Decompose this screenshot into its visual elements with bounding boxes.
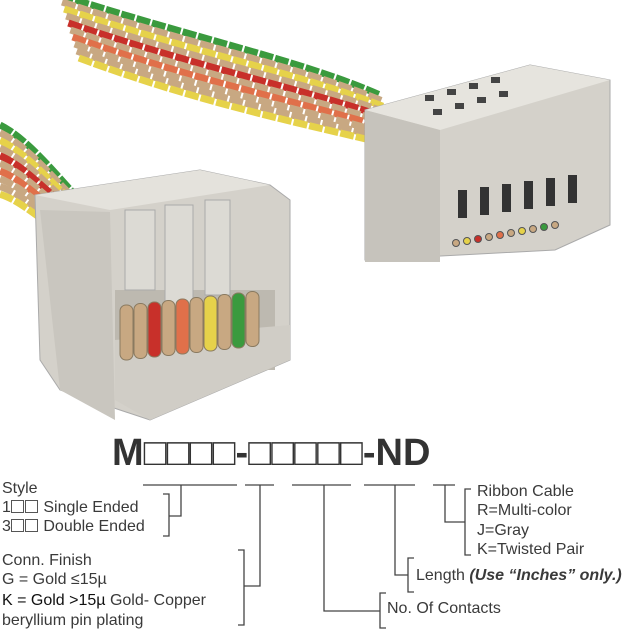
wire-end [496, 231, 504, 239]
contact-hole [499, 91, 508, 97]
contact-hole [469, 83, 478, 89]
style-title: Style [2, 480, 38, 497]
length-label: Length (Use “Inches” only.) [416, 567, 622, 584]
finish-gold: G = Gold ≤15µ [2, 571, 107, 588]
ribbon-k: K=Twisted Pair [477, 541, 585, 558]
contact-hole [425, 95, 434, 101]
style-option-3: 3 Double Ended [2, 518, 145, 535]
wire-end [507, 229, 515, 237]
wire-end [485, 233, 493, 241]
contact-hole [491, 77, 500, 83]
wire-end [147, 301, 162, 358]
wire-end [189, 297, 204, 353]
wire-end [203, 295, 218, 352]
wire-end [161, 300, 176, 356]
wire-end [245, 291, 260, 347]
wire-end [133, 303, 148, 359]
ribbon-j: J=Gray [477, 522, 530, 539]
ribbon-r: R=Multi-color [477, 502, 572, 519]
wire-end [463, 237, 471, 245]
contact-slot [568, 175, 577, 203]
finish-k-line2: beryllium pin plating [2, 612, 144, 629]
cable-wire [0, 5, 385, 210]
wire-end [551, 221, 559, 229]
wire-end [452, 239, 460, 247]
wire-end [540, 223, 548, 231]
cable-assembly-illustration [0, 0, 611, 421]
wire-end [217, 294, 232, 350]
contact-hole [447, 89, 456, 95]
style-option-1: 1 Single Ended [2, 499, 139, 516]
wire-end [518, 227, 526, 235]
ribbon-title: Ribbon Cable [477, 483, 574, 500]
contact-hole [433, 109, 442, 115]
contact-slot [502, 184, 511, 212]
contact-hole [455, 103, 464, 109]
wire-end [529, 225, 537, 233]
contact-hole [477, 97, 486, 103]
finish-title: Conn. Finish [2, 552, 92, 569]
wire-end [119, 304, 134, 361]
contacts-label: No. Of Contacts [387, 600, 501, 617]
wire-end [175, 298, 190, 355]
wire-end [231, 292, 246, 349]
contact-slot [524, 181, 533, 209]
contact-slot [546, 178, 555, 206]
finish-k: K = Gold >15µ Gold- Copper [2, 592, 207, 609]
left-connector [34, 169, 291, 421]
wire-end [474, 235, 482, 243]
contact-slot [480, 187, 489, 215]
right-connector [364, 64, 611, 262]
part-number-template: M□□□□-□□□□□-ND [112, 432, 431, 474]
contact-slot [458, 190, 467, 218]
